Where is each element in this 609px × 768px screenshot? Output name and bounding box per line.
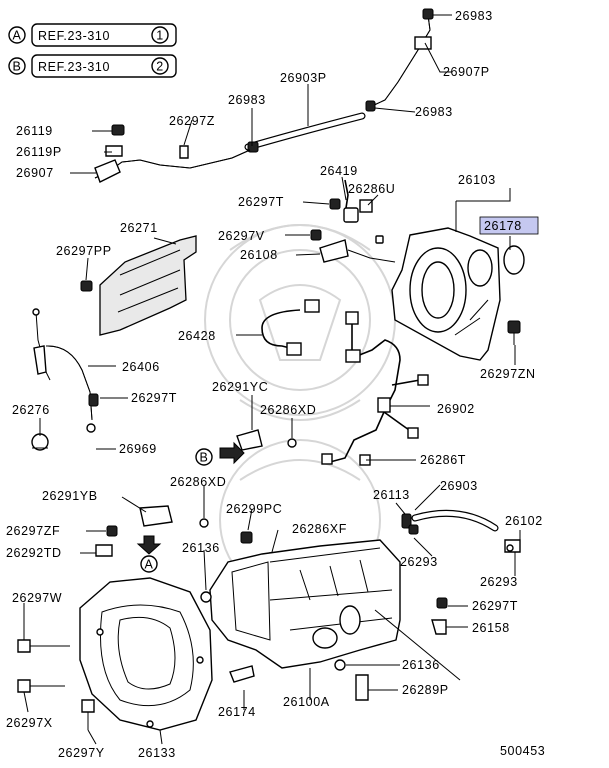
part-label-26983: 26983 bbox=[415, 105, 453, 119]
part-label-26119p: 26119P bbox=[16, 145, 62, 159]
heat-shield bbox=[99, 235, 197, 336]
part-label-26178: 26178 bbox=[484, 219, 522, 233]
part-label-26102: 26102 bbox=[505, 514, 543, 528]
part-label-26136: 26136 bbox=[182, 541, 220, 555]
highlight-box-26178 bbox=[479, 216, 539, 235]
part-label-26297v: 26297V bbox=[218, 229, 265, 243]
part-label-26286xd: 26286XD bbox=[170, 475, 226, 489]
part-label-26299pc: 26299PC bbox=[226, 502, 282, 516]
part-label-26158: 26158 bbox=[472, 621, 510, 635]
part-label-26297t: 26297T bbox=[472, 599, 518, 613]
part-label-26113: 26113 bbox=[373, 488, 410, 502]
converter-housing bbox=[79, 577, 213, 731]
part-label-26419: 26419 bbox=[320, 164, 358, 178]
part-label-26100a: 26100A bbox=[283, 695, 330, 709]
part-label-26286t: 26286T bbox=[420, 453, 466, 467]
part-label-26174: 26174 bbox=[218, 705, 256, 719]
part-label-26286u: 26286U bbox=[348, 182, 395, 196]
part-label-26291yc: 26291YC bbox=[212, 380, 268, 394]
part-label-26286xf: 26286XF bbox=[292, 522, 347, 536]
part-label-26903p: 26903P bbox=[280, 71, 327, 85]
callout-b bbox=[195, 448, 213, 466]
cooler-pipe-assembly bbox=[94, 8, 434, 183]
part-label-26103: 26103 bbox=[458, 173, 496, 187]
part-label-26289p: 26289P bbox=[402, 683, 449, 697]
part-label-26108: 26108 bbox=[240, 248, 278, 262]
part-label-26907: 26907 bbox=[16, 166, 54, 180]
part-label-26297z: 26297Z bbox=[169, 114, 215, 128]
reference-b: B REF.23-310 2 bbox=[8, 54, 177, 78]
ref-b-num: 2 bbox=[156, 60, 164, 74]
callout-a-letter: A bbox=[145, 558, 154, 572]
part-labels: 26983 26907P 26903P 26983 26983 26119 26… bbox=[6, 9, 545, 760]
part-label-26428: 26428 bbox=[178, 329, 216, 343]
part-label-26297t: 26297T bbox=[238, 195, 284, 209]
ref-a-num: 1 bbox=[156, 29, 164, 43]
part-label-26903: 26903 bbox=[440, 479, 478, 493]
part-label-26292td: 26292TD bbox=[6, 546, 62, 560]
transmission-case bbox=[200, 539, 401, 701]
part-label-26297w: 26297W bbox=[12, 591, 62, 605]
reference-a: A REF.23-310 1 bbox=[8, 23, 177, 47]
part-label-26286xd: 26286XD bbox=[260, 403, 316, 417]
part-label-26297y: 26297Y bbox=[58, 746, 105, 760]
part-label-26271: 26271 bbox=[120, 221, 158, 235]
watermark bbox=[204, 224, 396, 601]
part-label-26297t: 26297T bbox=[131, 391, 177, 405]
part-label-26133: 26133 bbox=[138, 746, 176, 760]
part-label-26293: 26293 bbox=[400, 555, 438, 569]
part-label-26297x: 26297X bbox=[6, 716, 53, 730]
part-label-26969: 26969 bbox=[119, 442, 157, 456]
part-label-26293: 26293 bbox=[480, 575, 518, 589]
part-label-26983: 26983 bbox=[455, 9, 493, 23]
part-label-26406: 26406 bbox=[122, 360, 160, 374]
part-label-26297pp: 26297PP bbox=[56, 244, 112, 258]
part-label-26297zf: 26297ZF bbox=[6, 524, 60, 538]
part-label-26907p: 26907P bbox=[443, 65, 490, 79]
bolts bbox=[17, 639, 95, 730]
speed-sensor bbox=[236, 429, 263, 451]
ref-a-text: REF.23-310 bbox=[38, 29, 110, 43]
diagram-code: 500453 bbox=[500, 744, 545, 758]
part-label-26297zn: 26297ZN bbox=[480, 367, 536, 381]
part-label-26902: 26902 bbox=[437, 402, 475, 416]
part-label-26136: 26136 bbox=[402, 658, 440, 672]
ref-marker-a-letter: A bbox=[13, 29, 22, 43]
ref-marker-b bbox=[8, 57, 26, 75]
sensor-harness bbox=[261, 179, 429, 466]
ref-b-text: REF.23-310 bbox=[38, 60, 110, 74]
dipstick-tube bbox=[31, 308, 99, 451]
extension-housing bbox=[391, 227, 525, 361]
callout-b-letter: B bbox=[200, 451, 209, 465]
part-label-26119: 26119 bbox=[16, 124, 53, 138]
speed-sensor-b bbox=[139, 505, 173, 527]
callout-a bbox=[140, 555, 158, 573]
ref-marker-b-letter: B bbox=[13, 60, 22, 74]
part-label-26276: 26276 bbox=[12, 403, 50, 417]
part-label-26983: 26983 bbox=[228, 93, 266, 107]
leader-lines bbox=[23, 14, 521, 745]
ref-marker-a bbox=[8, 26, 26, 44]
part-label-26291yb: 26291YB bbox=[42, 489, 98, 503]
